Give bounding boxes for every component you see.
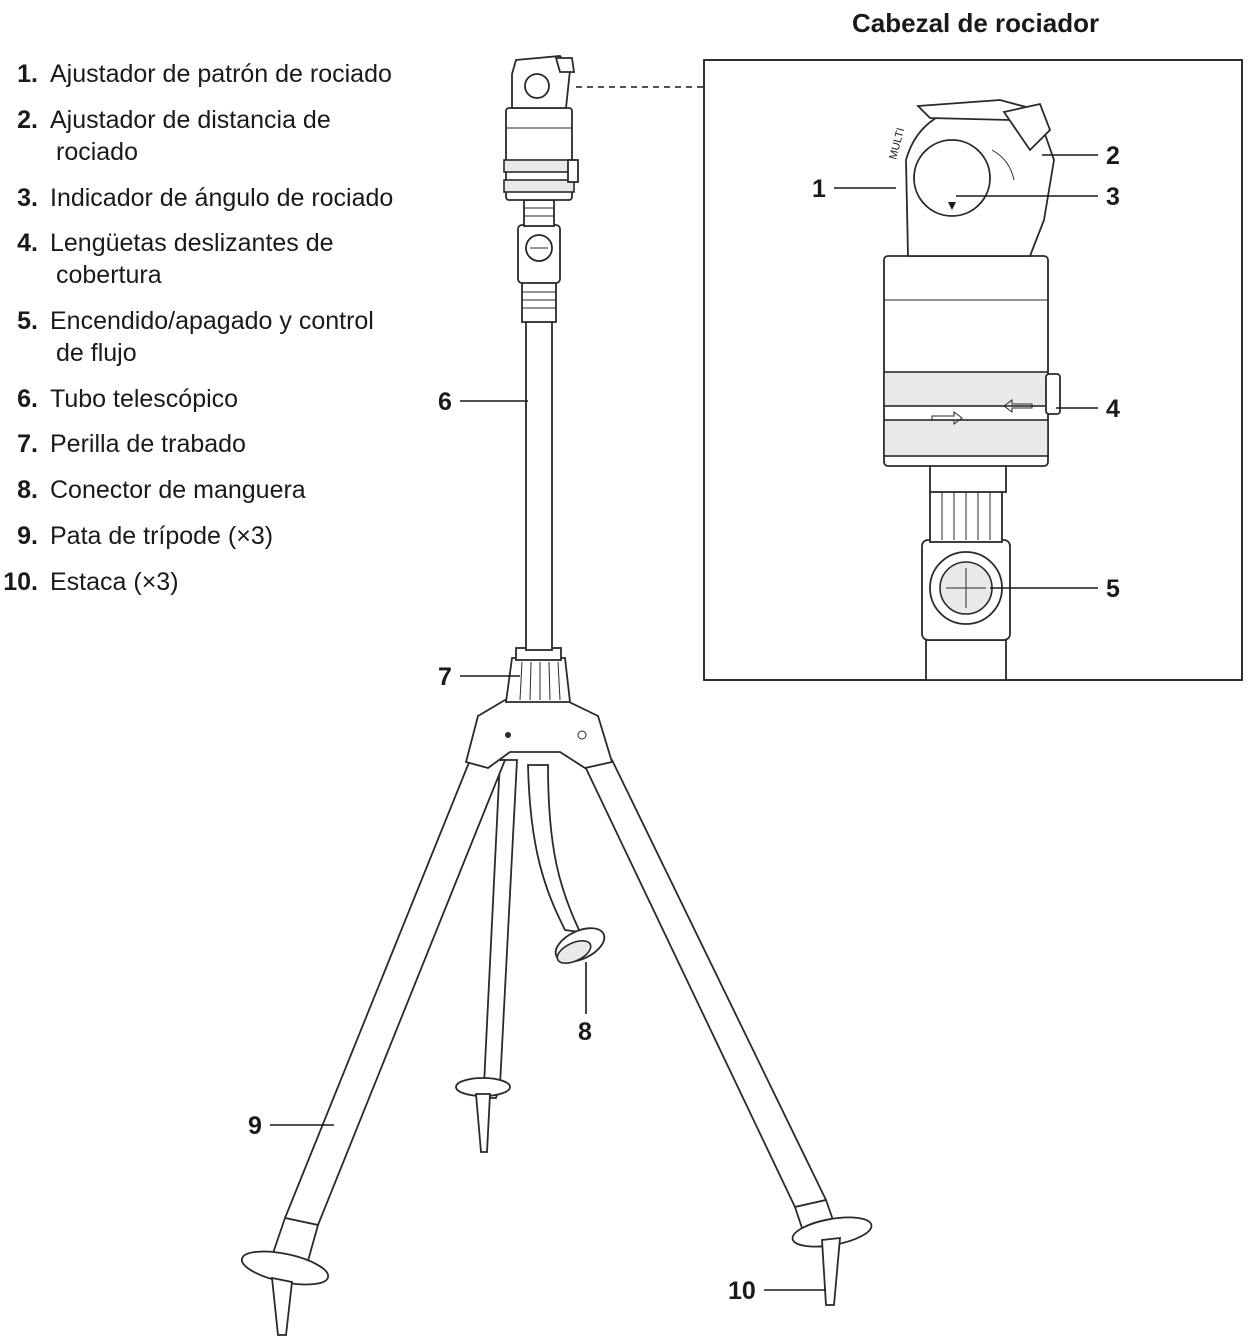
callout-number: 1 [812,175,826,203]
ground-stake [272,1278,292,1335]
hose-connector [551,921,610,968]
detail-box: MULTI 1 2 3 4 5 [704,60,1242,680]
tripod-legs [239,760,874,1335]
tripod-leg-right [582,760,826,1207]
callout-number: 6 [438,388,452,416]
tripod-leg-rear [484,760,517,1085]
ground-stake [476,1094,490,1152]
callout-number: 4 [1106,395,1120,423]
sprinkler-head-small [504,56,578,200]
flow-control-valve [518,200,560,283]
hose-tube [528,765,580,932]
ground-stake [822,1238,840,1305]
callout-number: 2 [1106,142,1120,170]
detail-flow-valve [922,540,1010,640]
detail-coupling [930,462,1006,542]
tripod-leg-left [285,760,505,1225]
detail-head-body [884,256,1060,466]
telescopic-tube [522,282,556,650]
callout-number: 3 [1106,183,1120,211]
lock-knob [506,648,570,702]
callout-number: 5 [1106,575,1120,603]
callout-number: 10 [728,1277,756,1305]
callout-number: 9 [248,1112,262,1140]
callout-number: 8 [578,1018,592,1046]
detail-stem [926,640,1006,680]
tripod-hub [466,700,612,768]
callout-number: 7 [438,663,452,691]
